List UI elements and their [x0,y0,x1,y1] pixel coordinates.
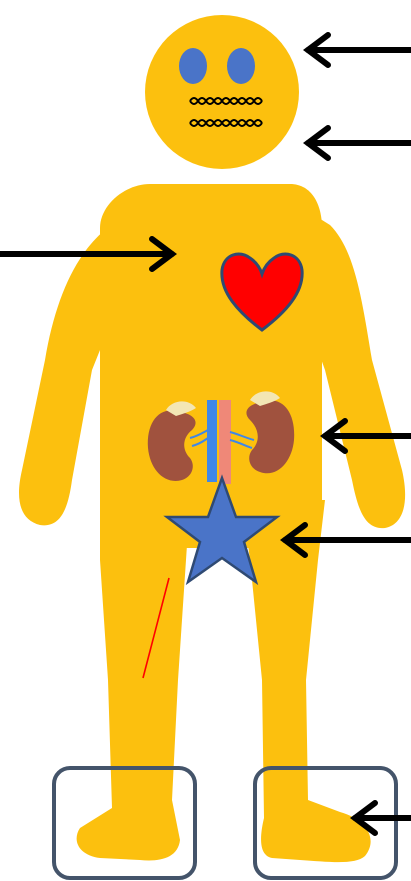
aorta [219,400,231,484]
vena-cava [207,400,217,482]
left-leg [77,500,190,860]
smiley-head-icon [145,15,299,169]
torso [100,184,322,548]
right-eye-icon [227,48,255,84]
arrow-to-head [308,35,411,65]
head [145,15,299,169]
arrow-to-mouth [308,128,411,158]
left-eye-icon [179,48,207,84]
arrow-to-star [285,525,411,555]
